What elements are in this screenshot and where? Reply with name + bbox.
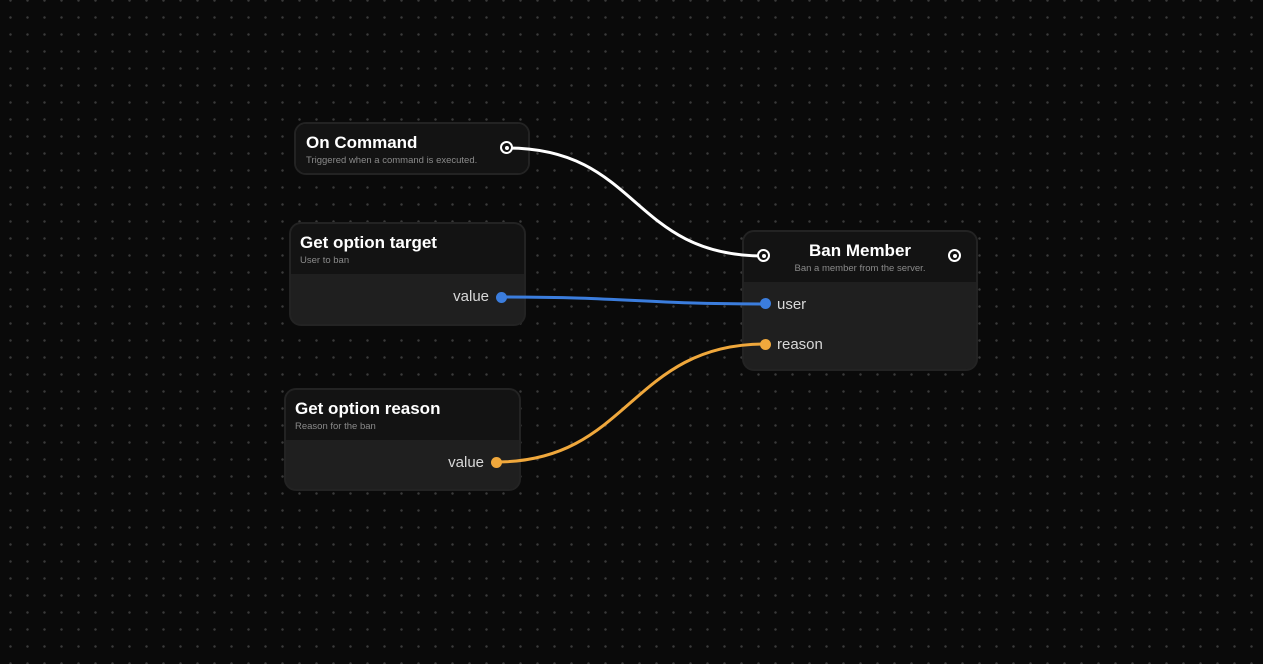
exec-output-handle[interactable] <box>948 249 961 262</box>
node-ban-member[interactable]: Ban Member Ban a member from the server.… <box>742 230 978 371</box>
node-header: Ban Member Ban a member from the server. <box>744 232 976 282</box>
node-title: Ban Member <box>808 241 912 260</box>
input-label-reason: reason <box>777 336 823 353</box>
exec-output-handle[interactable] <box>500 141 513 154</box>
node-description: Triggered when a command is executed. <box>306 155 478 166</box>
node-get-option-target[interactable]: Get option target User to ban value <box>289 222 526 326</box>
node-get-option-reason[interactable]: Get option reason Reason for the ban val… <box>284 388 521 491</box>
value-output-handle[interactable] <box>496 292 507 303</box>
user-input-handle[interactable] <box>760 298 771 309</box>
edge-exec[interactable] <box>506 146 765 258</box>
output-label-value: value <box>453 288 489 305</box>
exec-input-handle[interactable] <box>757 249 770 262</box>
node-header: Get option reason Reason for the ban <box>286 390 519 440</box>
node-on-command[interactable]: On Command Triggered when a command is e… <box>294 122 530 175</box>
node-header: On Command Triggered when a command is e… <box>296 124 528 173</box>
node-title: Get option reason <box>295 399 441 418</box>
value-output-handle[interactable] <box>491 457 502 468</box>
edge-user[interactable] <box>500 295 766 306</box>
node-title: On Command <box>306 133 418 152</box>
node-description: Ban a member from the server. <box>794 263 926 274</box>
node-title: Get option target <box>300 233 437 252</box>
output-label-value: value <box>448 454 484 471</box>
reason-input-handle[interactable] <box>760 339 771 350</box>
node-header: Get option target User to ban <box>291 224 524 274</box>
node-description: User to ban <box>300 255 350 266</box>
input-label-user: user <box>777 296 807 313</box>
edge-reason[interactable] <box>495 342 766 464</box>
node-description: Reason for the ban <box>295 421 376 432</box>
